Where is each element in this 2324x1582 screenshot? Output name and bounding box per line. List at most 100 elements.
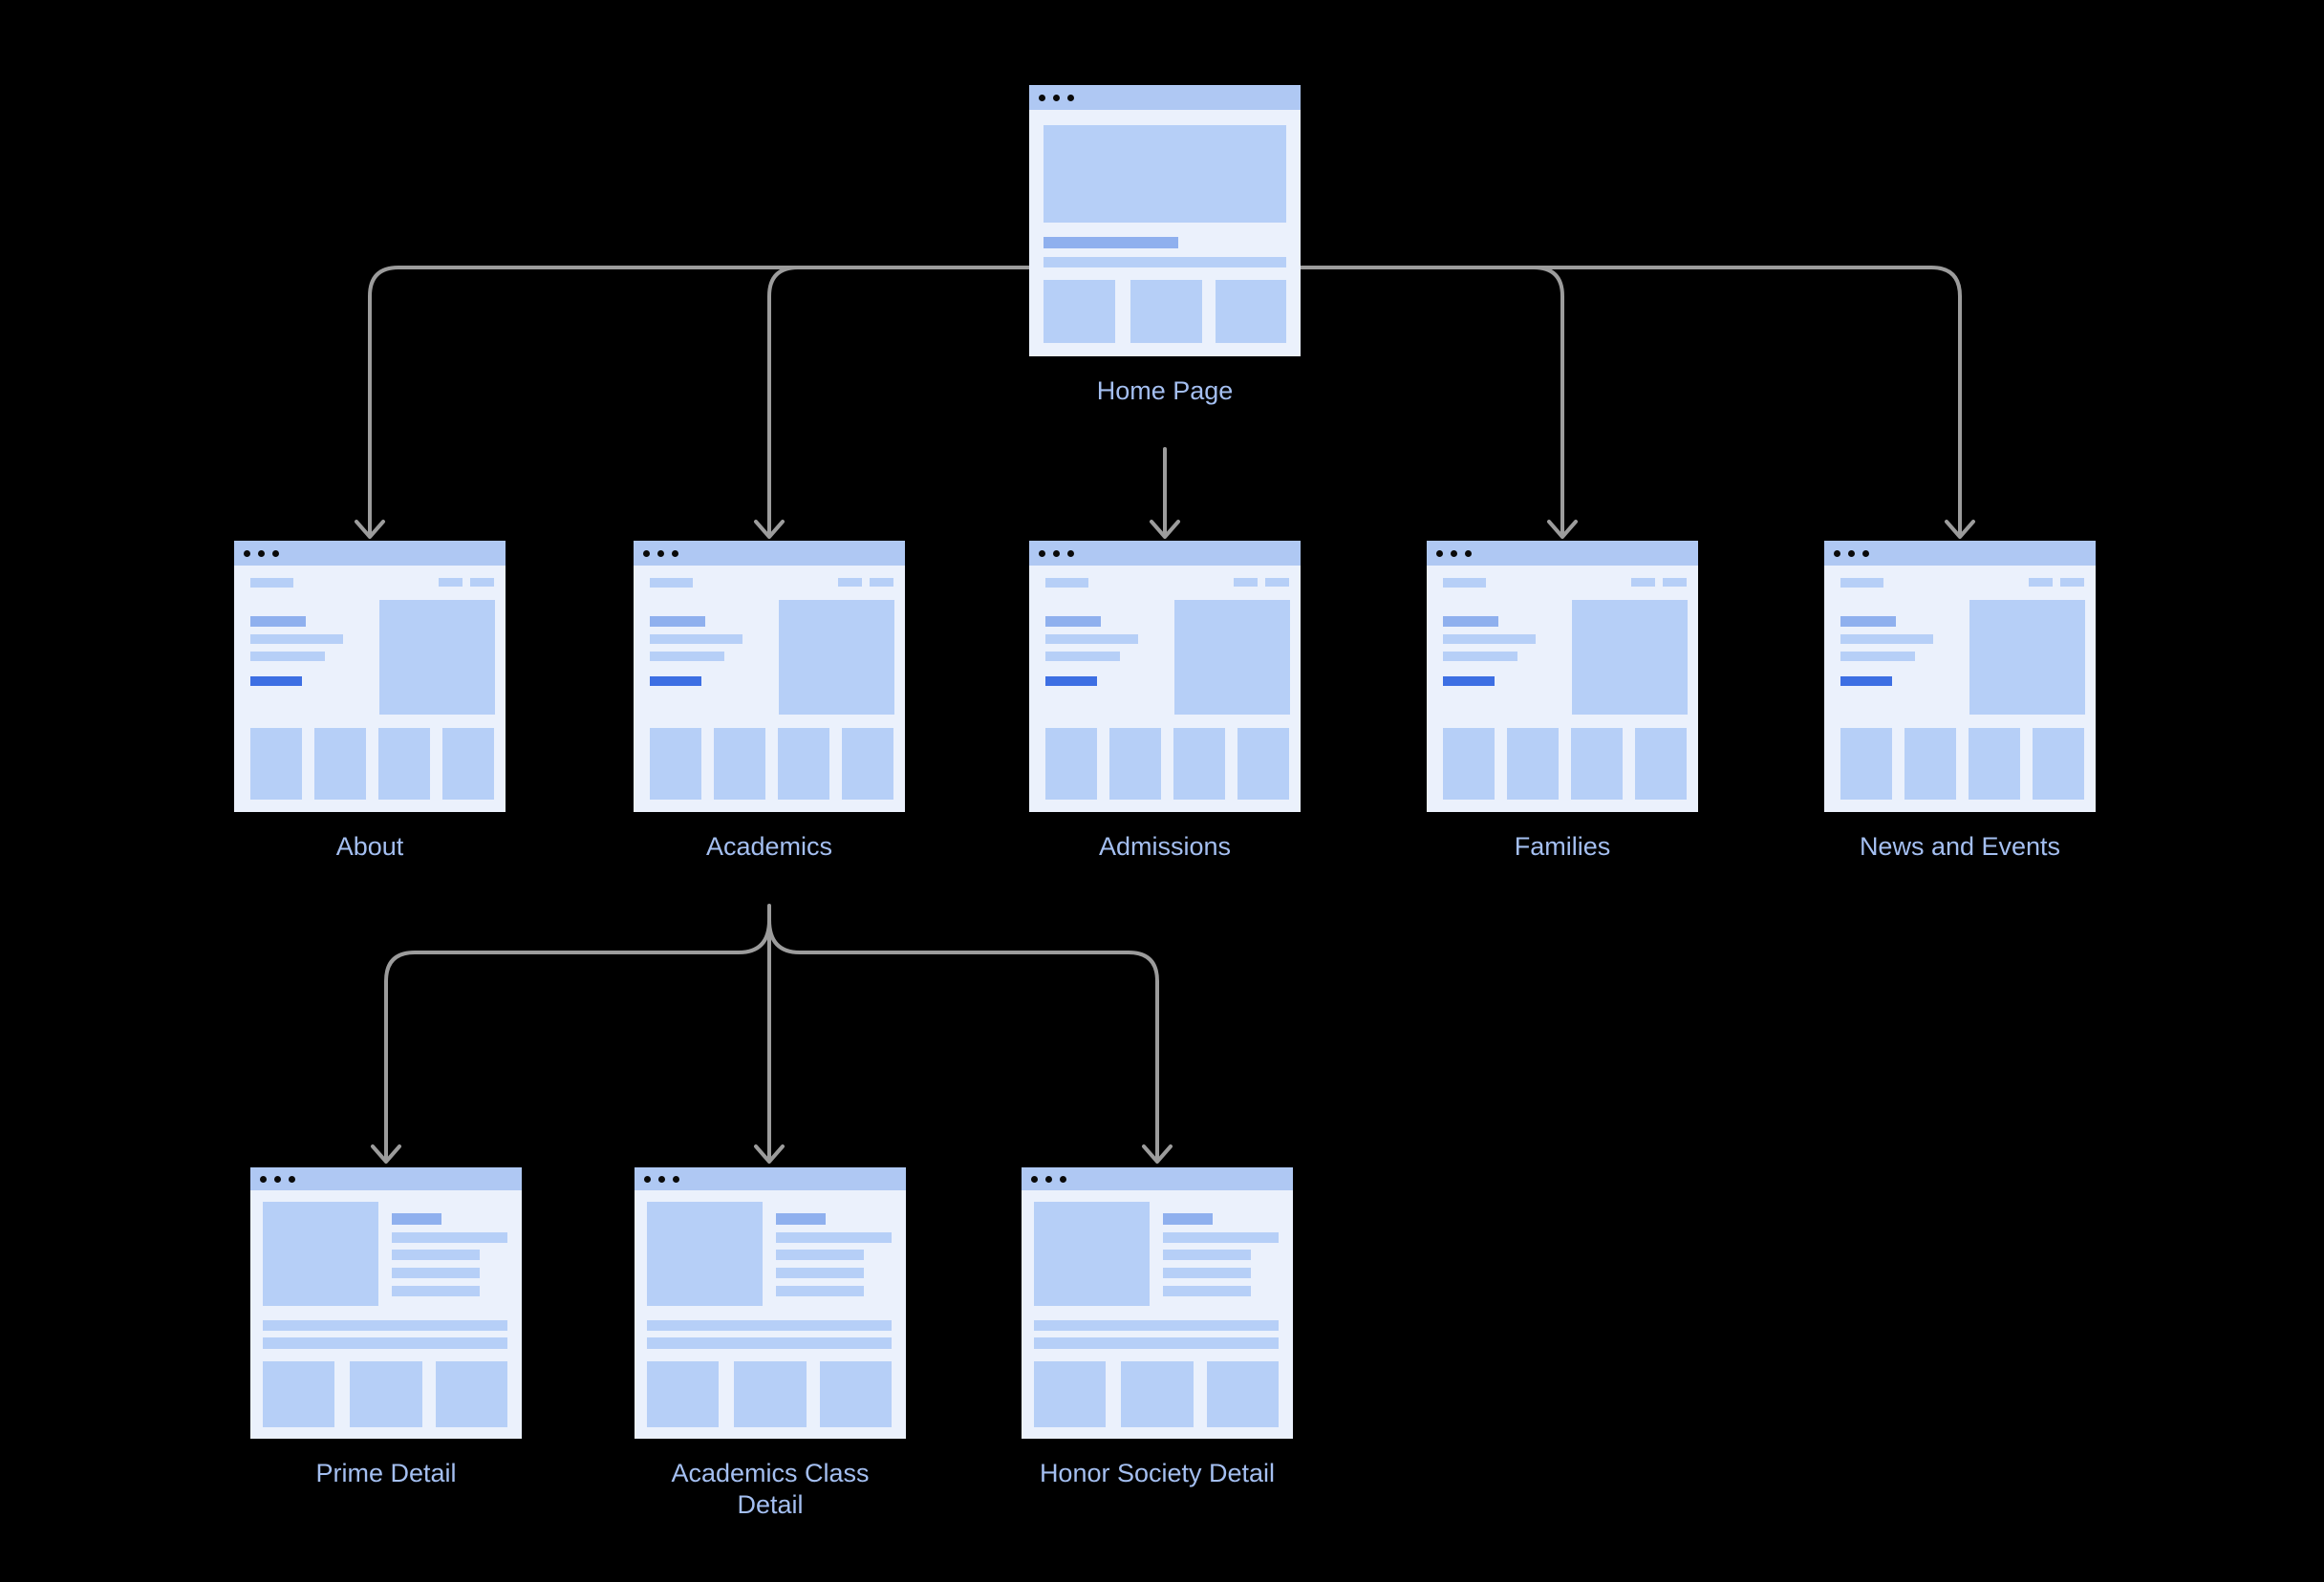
card-block: [250, 728, 302, 800]
connector-academics-class: [754, 904, 785, 1164]
card-block: [1443, 728, 1495, 800]
card-block: [1034, 1361, 1106, 1427]
node-prime-detail: Prime Detail: [250, 1167, 522, 1487]
window-dot-icon: [1045, 1175, 1052, 1183]
window-dot-icon: [1053, 94, 1060, 101]
button-block: [1840, 676, 1892, 686]
text-block: [250, 652, 325, 661]
window-dot-icon: [1451, 549, 1457, 557]
nav-item-block: [2029, 578, 2053, 587]
news-and-events-thumbnail[interactable]: [1824, 541, 2096, 812]
text-block: [392, 1250, 480, 1260]
card-block: [820, 1361, 892, 1427]
window-dot-icon: [1039, 549, 1045, 557]
text-block: [1034, 1337, 1279, 1349]
text-block: [1163, 1250, 1251, 1260]
text-block: [647, 1320, 892, 1331]
image-block: [779, 600, 894, 715]
window-dot-icon: [274, 1175, 281, 1183]
card-block: [263, 1361, 334, 1427]
button-block: [250, 676, 302, 686]
nav-item-block: [439, 578, 463, 587]
heading-block: [650, 616, 705, 627]
window-dot-icon: [272, 549, 279, 557]
heading-block: [776, 1213, 826, 1225]
window-dot-icon: [658, 1175, 665, 1183]
window-dot-icon: [1060, 1175, 1066, 1183]
window-dot-icon: [244, 549, 250, 557]
window-titlebar: [1029, 85, 1301, 110]
text-block: [1045, 634, 1138, 644]
window-titlebar: [1029, 541, 1301, 566]
window-dot-icon: [1862, 549, 1869, 557]
node-label-about: About: [335, 832, 404, 861]
connector-home-about: [355, 266, 1031, 539]
window-dot-icon: [1436, 549, 1443, 557]
node-label-academics-class-detail: Academics Class Detail: [671, 1459, 870, 1519]
nav-item-block: [1234, 578, 1258, 587]
window-titlebar: [1824, 541, 2096, 566]
card-block: [1635, 728, 1687, 800]
node-label-academics: Academics: [705, 832, 833, 861]
window-dot-icon: [643, 549, 650, 557]
node-news-and-events: News and Events: [1824, 541, 2096, 861]
heading-block: [1840, 616, 1896, 627]
home-page-thumbnail[interactable]: [1029, 85, 1301, 356]
window-dot-icon: [1053, 549, 1060, 557]
card-block: [436, 1361, 507, 1427]
card-block: [350, 1361, 422, 1427]
window-dot-icon: [673, 1175, 679, 1183]
node-academics: Academics: [634, 541, 905, 861]
card-block: [778, 728, 829, 800]
node-home-page: Home Page: [1029, 85, 1301, 405]
connector-home-academics: [754, 266, 800, 539]
text-block: [1163, 1286, 1251, 1296]
honor-society-detail-thumbnail[interactable]: [1022, 1167, 1293, 1439]
card-block: [734, 1361, 807, 1427]
card-block: [2033, 728, 2084, 800]
image-block: [379, 600, 495, 715]
image-block: [263, 1202, 378, 1306]
heading-block: [1044, 237, 1178, 248]
text-block: [392, 1268, 480, 1278]
window-dot-icon: [1067, 94, 1074, 101]
text-block: [776, 1232, 892, 1243]
window-dot-icon: [258, 549, 265, 557]
academics-thumbnail[interactable]: [634, 541, 905, 812]
families-thumbnail[interactable]: [1427, 541, 1698, 812]
connector-home-admissions: [1150, 447, 1180, 539]
card-block: [1173, 728, 1225, 800]
academics-class-detail-thumbnail[interactable]: [635, 1167, 906, 1439]
text-block: [1840, 634, 1933, 644]
text-block: [1034, 1320, 1279, 1331]
heading-block: [1163, 1213, 1213, 1225]
node-label-news-and-events: News and Events: [1859, 832, 2061, 861]
nav-item-block: [870, 578, 893, 587]
text-block: [392, 1286, 480, 1296]
node-academics-class-detail: Academics Class Detail: [635, 1167, 906, 1519]
card-block: [842, 728, 893, 800]
card-block: [378, 728, 430, 800]
about-thumbnail[interactable]: [234, 541, 506, 812]
prime-detail-thumbnail[interactable]: [250, 1167, 522, 1439]
card-block: [1045, 728, 1097, 800]
text-block: [1045, 652, 1120, 661]
text-block: [250, 634, 343, 644]
card-block: [647, 1361, 719, 1427]
admissions-thumbnail[interactable]: [1029, 541, 1301, 812]
window-dot-icon: [657, 549, 664, 557]
window-dot-icon: [1834, 549, 1840, 557]
image-block: [1174, 600, 1290, 715]
button-block: [650, 676, 701, 686]
text-block: [776, 1250, 864, 1260]
node-label-admissions: Admissions: [1098, 832, 1232, 861]
image-block: [1969, 600, 2085, 715]
text-block: [1443, 652, 1517, 661]
card-block: [1507, 728, 1559, 800]
window-dot-icon: [1067, 549, 1074, 557]
card-block: [1571, 728, 1623, 800]
window-dot-icon: [260, 1175, 267, 1183]
nav-item-block: [838, 578, 862, 587]
window-titlebar: [1427, 541, 1698, 566]
heading-block: [392, 1213, 441, 1225]
